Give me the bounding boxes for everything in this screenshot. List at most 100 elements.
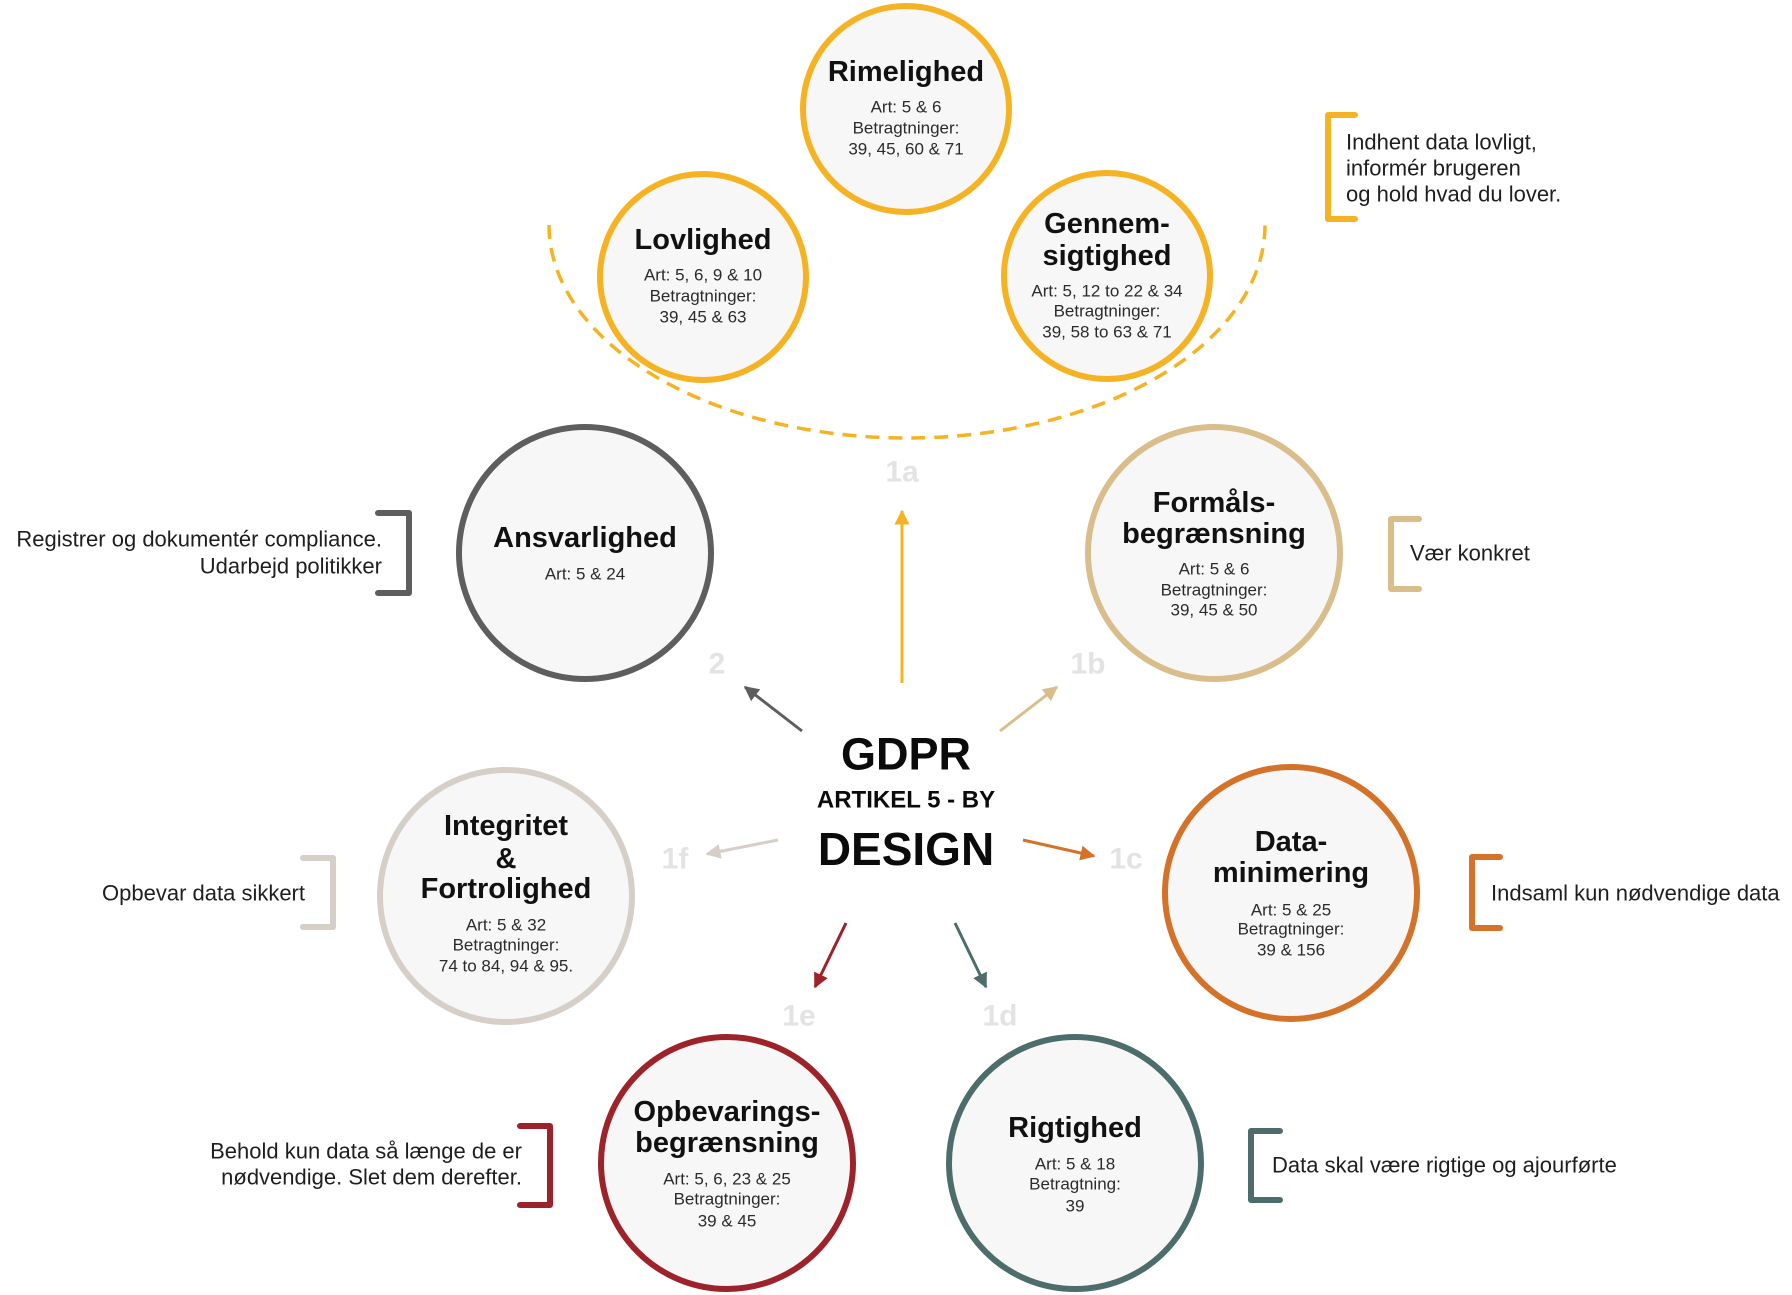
principle-title: Lovlighed [635, 224, 772, 256]
principle-title: Rimelighed [828, 56, 984, 88]
principle-articles: Art: 5, 12 to 22 & 34 [1031, 282, 1182, 301]
principle-ring [1162, 764, 1420, 1022]
principle-recitals: 39, 58 to 63 & 71 [1042, 323, 1172, 342]
note-bracket [517, 1123, 553, 1208]
principle-recitals: 39 [1066, 1197, 1085, 1216]
principle-title: Opbevarings- [634, 1096, 821, 1128]
principle-ring [598, 1034, 856, 1292]
principle-title: Formåls- [1153, 487, 1275, 519]
principle-title: Rigtighed [1008, 1112, 1142, 1144]
principle-ring [456, 424, 714, 682]
principle-ring [800, 3, 1012, 215]
principle-recitals: 39, 45 & 63 [660, 308, 747, 327]
step-label-1c: 1c [1109, 843, 1142, 876]
principle-title: Data- [1255, 826, 1328, 858]
principle-articles: Art: 5, 6, 9 & 10 [644, 266, 762, 285]
principle-ansvarlighed: Ansvarlighed Art: 5 & 24 [456, 424, 714, 682]
arrow-1d [953, 922, 988, 989]
principle-ring [597, 171, 809, 383]
principle-recitals: 74 to 84, 94 & 95. [439, 957, 573, 976]
step-label-1b: 1b [1070, 648, 1105, 681]
center-title-article: ARTIKEL 5 - BY [817, 787, 995, 814]
note-text: og hold hvad du lover. [1346, 182, 1561, 207]
step-label-1a: 1a [885, 456, 919, 489]
principle-recitals: 39 & 156 [1257, 941, 1325, 960]
principle-articles: Art: 5 & 6 [1179, 560, 1250, 579]
principle-title: Fortrolighed [421, 873, 592, 905]
note-text: Opbevar data sikkert [102, 881, 305, 906]
principle-ring [377, 767, 635, 1025]
principle-recitals-label: Betragtninger: [1238, 920, 1345, 939]
note-bracket [300, 855, 336, 930]
principle-articles: Art: 5 & 25 [1251, 901, 1331, 920]
note-text: nødvendige. Slet dem derefter. [221, 1165, 522, 1190]
principle-title: & [496, 843, 517, 875]
note-text: Behold kun data så længe de er [210, 1139, 522, 1164]
principle-title: Gennem- [1044, 208, 1170, 240]
principle-recitals: 39, 45 & 50 [1171, 601, 1258, 620]
note-purpose: Vær konkret [1388, 516, 1530, 592]
principle-lovlighed: Lovlighed Art: 5, 6, 9 & 10 Betragtninge… [597, 171, 809, 383]
principle-title: begrænsning [635, 1127, 819, 1159]
note-text: Indsaml kun nødvendige data [1491, 881, 1780, 906]
principle-recitals-label: Betragtninger: [453, 936, 560, 955]
note-lawful: Indhent data lovligt, informér brugeren … [1325, 112, 1561, 222]
note-accuracy: Data skal være rigtige og ajourførte [1248, 1128, 1617, 1203]
principle-title: Integritet [444, 810, 568, 842]
principle-articles: Art: 5 & 24 [545, 565, 625, 584]
principle-title: minimering [1213, 857, 1369, 889]
principle-rimelighed: Rimelighed Art: 5 & 6 Betragtninger: 39,… [800, 3, 1012, 215]
note-text: Indhent data lovligt, [1346, 130, 1537, 155]
principle-articles: Art: 5 & 6 [871, 98, 942, 117]
step-label-1d: 1d [982, 1000, 1017, 1033]
principle-recitals-label: Betragtninger: [853, 119, 960, 138]
note-integrity: Opbevar data sikkert [102, 855, 336, 930]
principle-ring [946, 1034, 1204, 1292]
arrow-2 [743, 685, 803, 733]
principle-dataminimering: Data- minimering Art: 5 & 25 Betragtning… [1162, 764, 1420, 1022]
principle-recitals-label: Betragtninger: [674, 1190, 781, 1209]
note-storage: Behold kun data så længe de er nødvendig… [210, 1123, 553, 1208]
principle-ring [1085, 424, 1343, 682]
principle-articles: Art: 5 & 18 [1035, 1155, 1115, 1174]
arrow-1e [813, 922, 848, 989]
arrow-1c [1022, 838, 1096, 861]
note-bracket [1325, 112, 1358, 222]
step-label-1f: 1f [662, 843, 690, 876]
principle-title: begrænsning [1122, 518, 1306, 550]
principle-gennemsigtighed: Gennem- sigtighed Art: 5, 12 to 22 & 34 … [1001, 170, 1213, 382]
note-bracket [1388, 516, 1422, 592]
principle-articles: Art: 5, 6, 23 & 25 [663, 1170, 791, 1189]
principle-title: sigtighed [1043, 240, 1172, 272]
principle-integritet: Integritet & Fortrolighed Art: 5 & 32 Be… [377, 767, 635, 1025]
arrow-1b [999, 685, 1059, 733]
principle-recitals-label: Betragtninger: [1161, 581, 1268, 600]
principle-ring [1001, 170, 1213, 382]
principle-rigtighed: Rigtighed Art: 5 & 18 Betragtning: 39 [946, 1034, 1204, 1292]
note-bracket [1469, 854, 1503, 931]
note-text: Udarbejd politikker [200, 554, 382, 579]
note-accountability: Registrer og dokumentér compliance. Udar… [16, 510, 412, 596]
arrow-1f [705, 838, 779, 859]
center-title: GDPR ARTIKEL 5 - BY DESIGN [817, 729, 995, 876]
note-text: Data skal være rigtige og ajourførte [1272, 1153, 1617, 1178]
principle-recitals-label: Betragtning: [1029, 1175, 1121, 1194]
principle-opbevaringsbegraensning: Opbevarings- begrænsning Art: 5, 6, 23 &… [598, 1034, 856, 1292]
principle-recitals-label: Betragtninger: [650, 287, 757, 306]
principle-articles: Art: 5 & 32 [466, 916, 546, 935]
note-text: Vær konkret [1410, 541, 1530, 566]
note-bracket [375, 510, 412, 596]
principle-recitals: 39, 45, 60 & 71 [848, 140, 963, 159]
note-text: informér brugeren [1346, 156, 1521, 181]
principle-recitals-label: Betragtninger: [1054, 302, 1161, 321]
center-title-design: DESIGN [818, 823, 994, 875]
principle-recitals: 39 & 45 [698, 1212, 757, 1231]
step-label-2: 2 [709, 648, 726, 681]
principle-formaalsbegraensning: Formåls- begrænsning Art: 5 & 6 Betragtn… [1085, 424, 1343, 682]
step-label-1e: 1e [782, 1000, 815, 1033]
note-bracket [1248, 1128, 1283, 1203]
note-minimisation: Indsaml kun nødvendige data [1469, 854, 1780, 931]
principle-title: Ansvarlighed [493, 522, 677, 554]
note-text: Registrer og dokumentér compliance. [16, 527, 382, 552]
